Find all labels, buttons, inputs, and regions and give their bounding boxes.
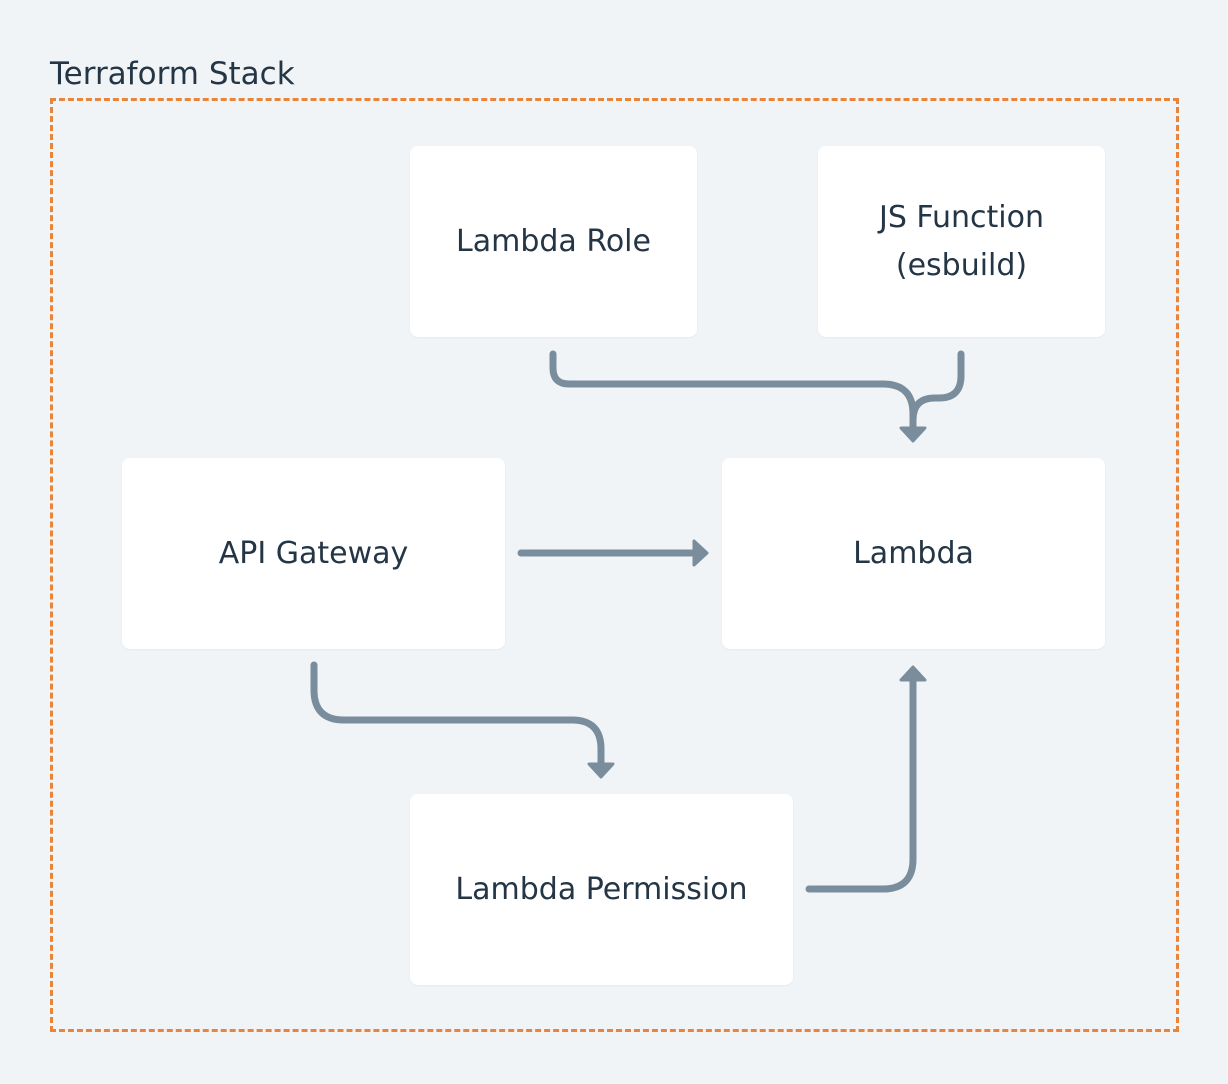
- node-label: Lambda Role: [456, 223, 651, 259]
- node-lambda-role[interactable]: Lambda Role: [410, 146, 697, 337]
- node-label: Lambda Permission: [455, 871, 748, 907]
- node-js-function[interactable]: JS Function (esbuild): [818, 146, 1105, 337]
- node-label: Lambda: [853, 535, 974, 571]
- node-label: JS Function (esbuild): [878, 199, 1045, 283]
- group-label-terraform-stack: Terraform Stack: [50, 56, 295, 92]
- node-lambda[interactable]: Lambda: [722, 458, 1105, 649]
- edge-api-gateway-to-lambda: [517, 539, 709, 567]
- node-api-gateway[interactable]: API Gateway: [122, 458, 505, 649]
- edge-lambda-permission-to-lambda: [805, 665, 927, 893]
- edge-lambda-role-to-lambda: [549, 350, 927, 443]
- node-label: API Gateway: [218, 535, 409, 571]
- terraform-stack-group-frame: [50, 98, 1179, 1032]
- node-lambda-permission[interactable]: Lambda Permission: [410, 794, 793, 985]
- edge-js-function-to-lambda: [909, 350, 965, 424]
- edge-api-gateway-to-lambda-permission: [310, 661, 615, 779]
